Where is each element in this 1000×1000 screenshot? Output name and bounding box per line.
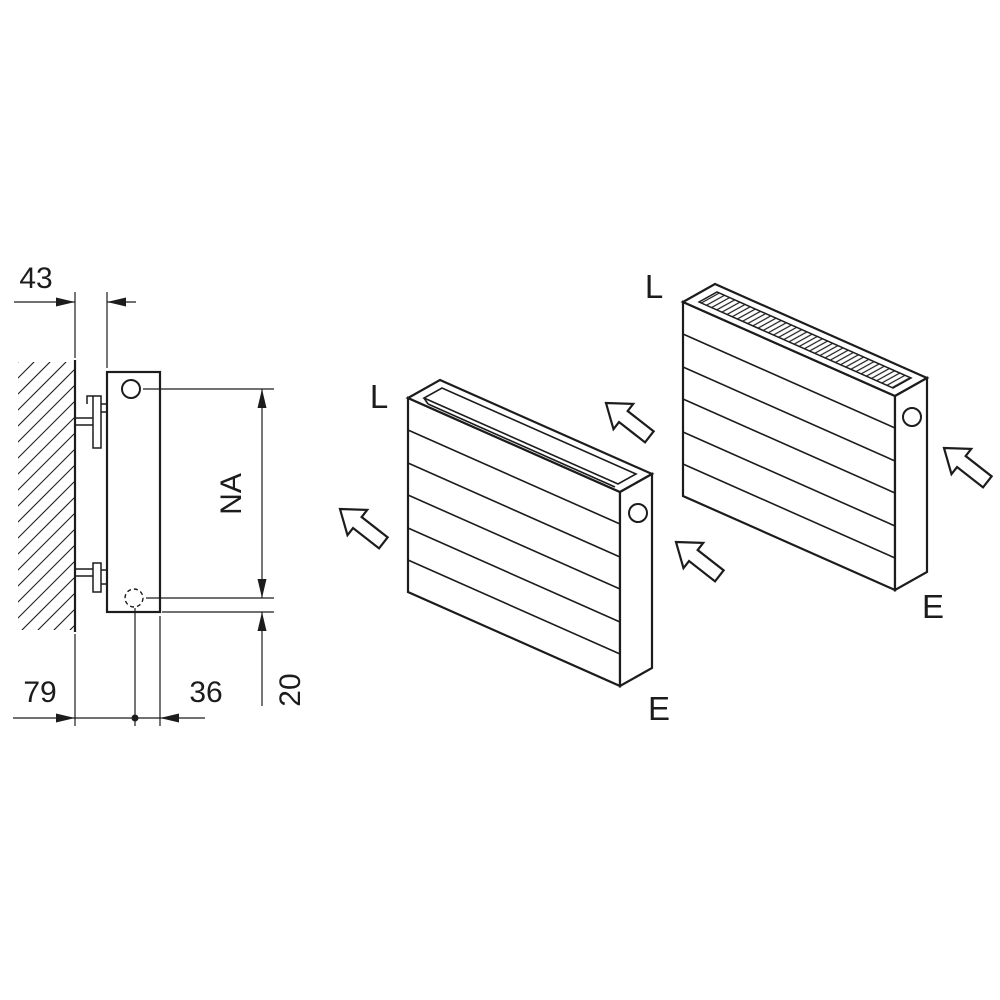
- dimension-wall-clearance-label: 43: [19, 262, 52, 295]
- dimension-depth-front-label: 36: [189, 676, 222, 709]
- label-l-front: L: [370, 378, 388, 415]
- dimension-bottom-offset-label: 20: [274, 673, 307, 706]
- top-opening: [422, 387, 638, 488]
- wall-hatching: [18, 362, 75, 630]
- label-e-front: E: [648, 690, 670, 727]
- dimension-depth-chain: 79 36: [13, 608, 223, 726]
- isometric-radiator-front: L E: [370, 378, 670, 727]
- dimension-bottom-offset: 20: [162, 611, 307, 707]
- end-plug: [628, 503, 648, 523]
- label-l-rear: L: [645, 268, 663, 305]
- front-slats: [407, 429, 621, 655]
- flow-arrow-icon: [338, 507, 390, 550]
- dimension-depth-rear-label: 79: [23, 676, 56, 709]
- front-slats: [682, 333, 896, 559]
- dimension-center-distance-label: NA: [215, 473, 248, 515]
- dimension-center-distance: NA: [143, 388, 274, 599]
- label-e-rear: E: [922, 588, 944, 625]
- flow-arrow-icon: [604, 401, 656, 444]
- top-grille: [697, 291, 913, 389]
- flow-arrow-icon: [942, 446, 994, 489]
- bottom-connection-hub: [124, 588, 144, 608]
- radiator-side-profile: [105, 370, 162, 614]
- side-section-view: 43 NA 20 79 36: [13, 262, 307, 726]
- dimension-wall-clearance: 43: [14, 262, 136, 368]
- mounting-bracket-bottom: [75, 562, 107, 593]
- flow-arrows: [338, 401, 994, 583]
- chain-dimension-point: [131, 714, 139, 722]
- flow-arrow-icon: [674, 540, 726, 583]
- end-plug: [902, 407, 922, 427]
- mounting-bracket-top: [75, 395, 107, 449]
- top-connection-hub: [121, 379, 141, 399]
- isometric-radiator-rear: L E: [645, 268, 944, 625]
